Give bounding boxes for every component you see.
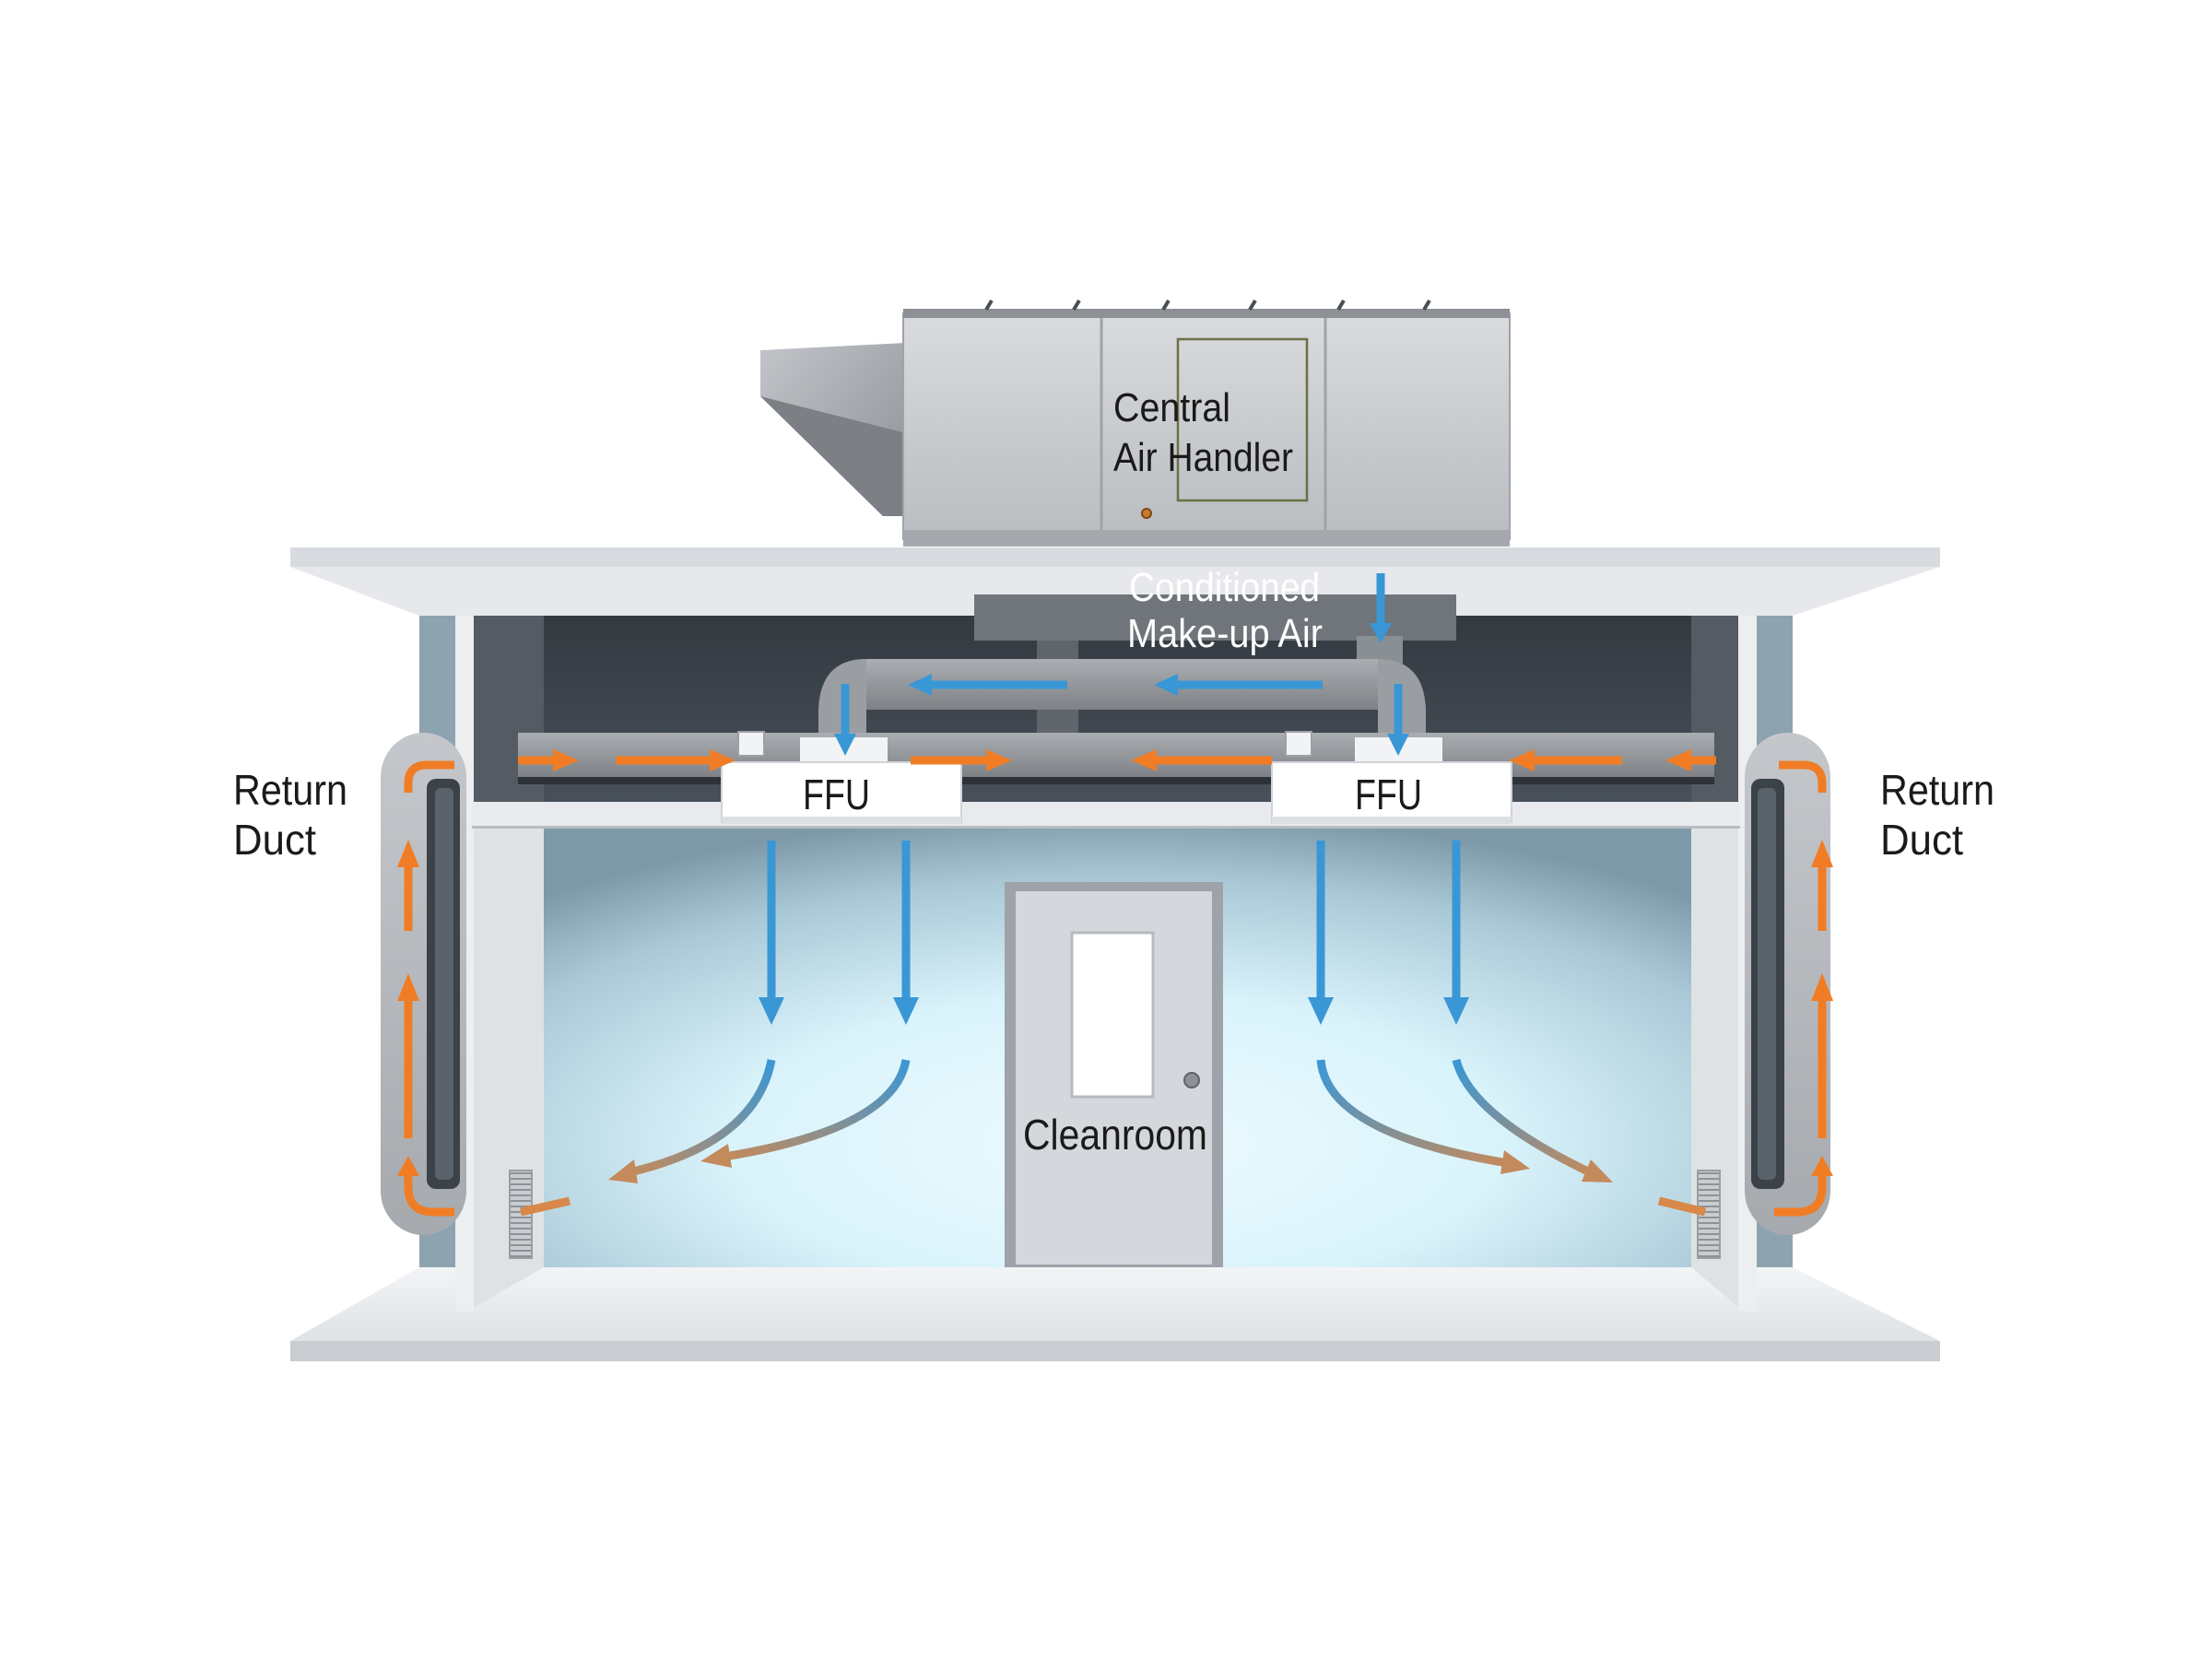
supply-air-arrows: [759, 573, 1469, 1025]
ffu-left-label: FFU: [803, 771, 870, 818]
return-air-arrows: [397, 749, 1833, 1217]
left-return-duct: [381, 733, 466, 1235]
return-arrow-grille-left: [520, 1196, 571, 1217]
room-left-side-wall: [472, 825, 544, 1309]
diagram-labels: Central Air Handler Conditioned Make-up …: [233, 385, 1994, 1159]
air-handler-label-line2: Air Handler: [1113, 435, 1293, 480]
left-duct-bottom-turn: [404, 1171, 454, 1217]
roof-slab-top: [290, 547, 1940, 567]
central-air-handler: [760, 299, 1511, 547]
ahu-indicator-light: [1141, 508, 1152, 519]
roof-slab-underside: [290, 567, 1940, 616]
curve-arrow-left-2: [724, 1059, 911, 1161]
air-handler-label-line1: Central: [1113, 385, 1230, 430]
cleanroom-door[interactable]: [1005, 882, 1223, 1267]
return-arrow-grille-right: [1657, 1196, 1707, 1217]
ceiling-grid-edge: [472, 826, 1740, 829]
makeup-air-label-line2: Make-up Air: [1127, 611, 1323, 656]
ffu-right-label: FFU: [1355, 771, 1422, 818]
left-duct-top-turn: [404, 760, 454, 793]
ahu-access-panel: [1176, 337, 1309, 502]
floor-slab-edge: [290, 1341, 1940, 1361]
curve-arrow-left-1: [628, 1059, 776, 1177]
makeup-air-label-line1: Conditioned: [1129, 565, 1320, 610]
door-window: [1070, 931, 1155, 1099]
ahu-top-rail: [903, 309, 1510, 318]
ffu-unit-left: [721, 731, 962, 824]
return-duct-right-line1: Return: [1880, 766, 1994, 814]
ceiling-grid: [472, 802, 1740, 828]
floor-slab-top: [290, 1267, 1940, 1341]
right-return-duct: [1745, 733, 1830, 1235]
curve-arrow-right-1: [1316, 1059, 1509, 1168]
return-duct-left-line1: Return: [233, 766, 347, 814]
main-return-beam: [518, 733, 1714, 777]
curve-arrow-right-2: [1452, 1058, 1592, 1177]
return-duct-left-line2: Duct: [233, 816, 316, 864]
ahu-hood-shadow: [760, 396, 906, 516]
curved-airflow-arrows: [608, 1058, 1613, 1183]
ahu-base: [903, 530, 1510, 547]
right-duct-top-turn: [1779, 760, 1827, 793]
cleanroom-label: Cleanroom: [1023, 1111, 1207, 1159]
right-duct-bottom-turn: [1774, 1171, 1827, 1217]
return-duct-right-line2: Duct: [1880, 816, 1963, 864]
beam-shadow: [518, 777, 1714, 784]
door-handle[interactable]: [1183, 1072, 1200, 1088]
ahu-top-lugs: [984, 299, 1431, 312]
